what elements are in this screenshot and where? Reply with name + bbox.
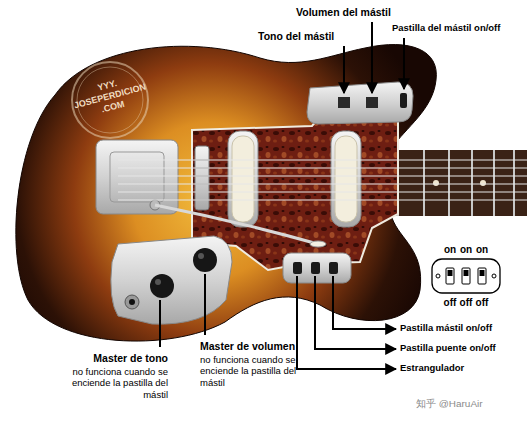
control-label: Volumen del mástil [296, 6, 426, 19]
tremolo-plate [96, 140, 178, 214]
watermark: 知乎 @HaruAir [416, 398, 524, 410]
switch-state: off [440, 297, 460, 309]
control-label: Pastilla del mástil on/off [392, 22, 525, 33]
guitar-body [16, 45, 437, 342]
switch-state: on [456, 244, 476, 256]
switch-label: Pastilla mástil on/off [400, 322, 525, 333]
switch-state: off [472, 297, 492, 309]
switch-label: Estrangulador [400, 362, 525, 373]
master-control-plate [111, 236, 232, 324]
leader-lines [160, 22, 404, 369]
switch-state: off [456, 297, 476, 309]
switch-state: on [440, 244, 460, 256]
strings [118, 160, 527, 200]
control-label: Master de volumen [200, 340, 320, 353]
bridge-pickup [228, 131, 258, 227]
control-label: Tono del mástil [258, 30, 342, 43]
control-note: no funciona cuando se enciende la pastil… [200, 354, 310, 388]
control-note: no funciona cuando se enciende la pastil… [58, 366, 168, 400]
neck-pickup [331, 131, 361, 227]
lead-switch-plate [283, 253, 351, 283]
control-label: Master de tono [48, 352, 168, 365]
switch-label: Pastilla puente on/off [400, 342, 525, 353]
switch-state: on [472, 244, 492, 256]
switch-diagram [432, 259, 500, 293]
rhythm-control-plate [307, 82, 413, 124]
